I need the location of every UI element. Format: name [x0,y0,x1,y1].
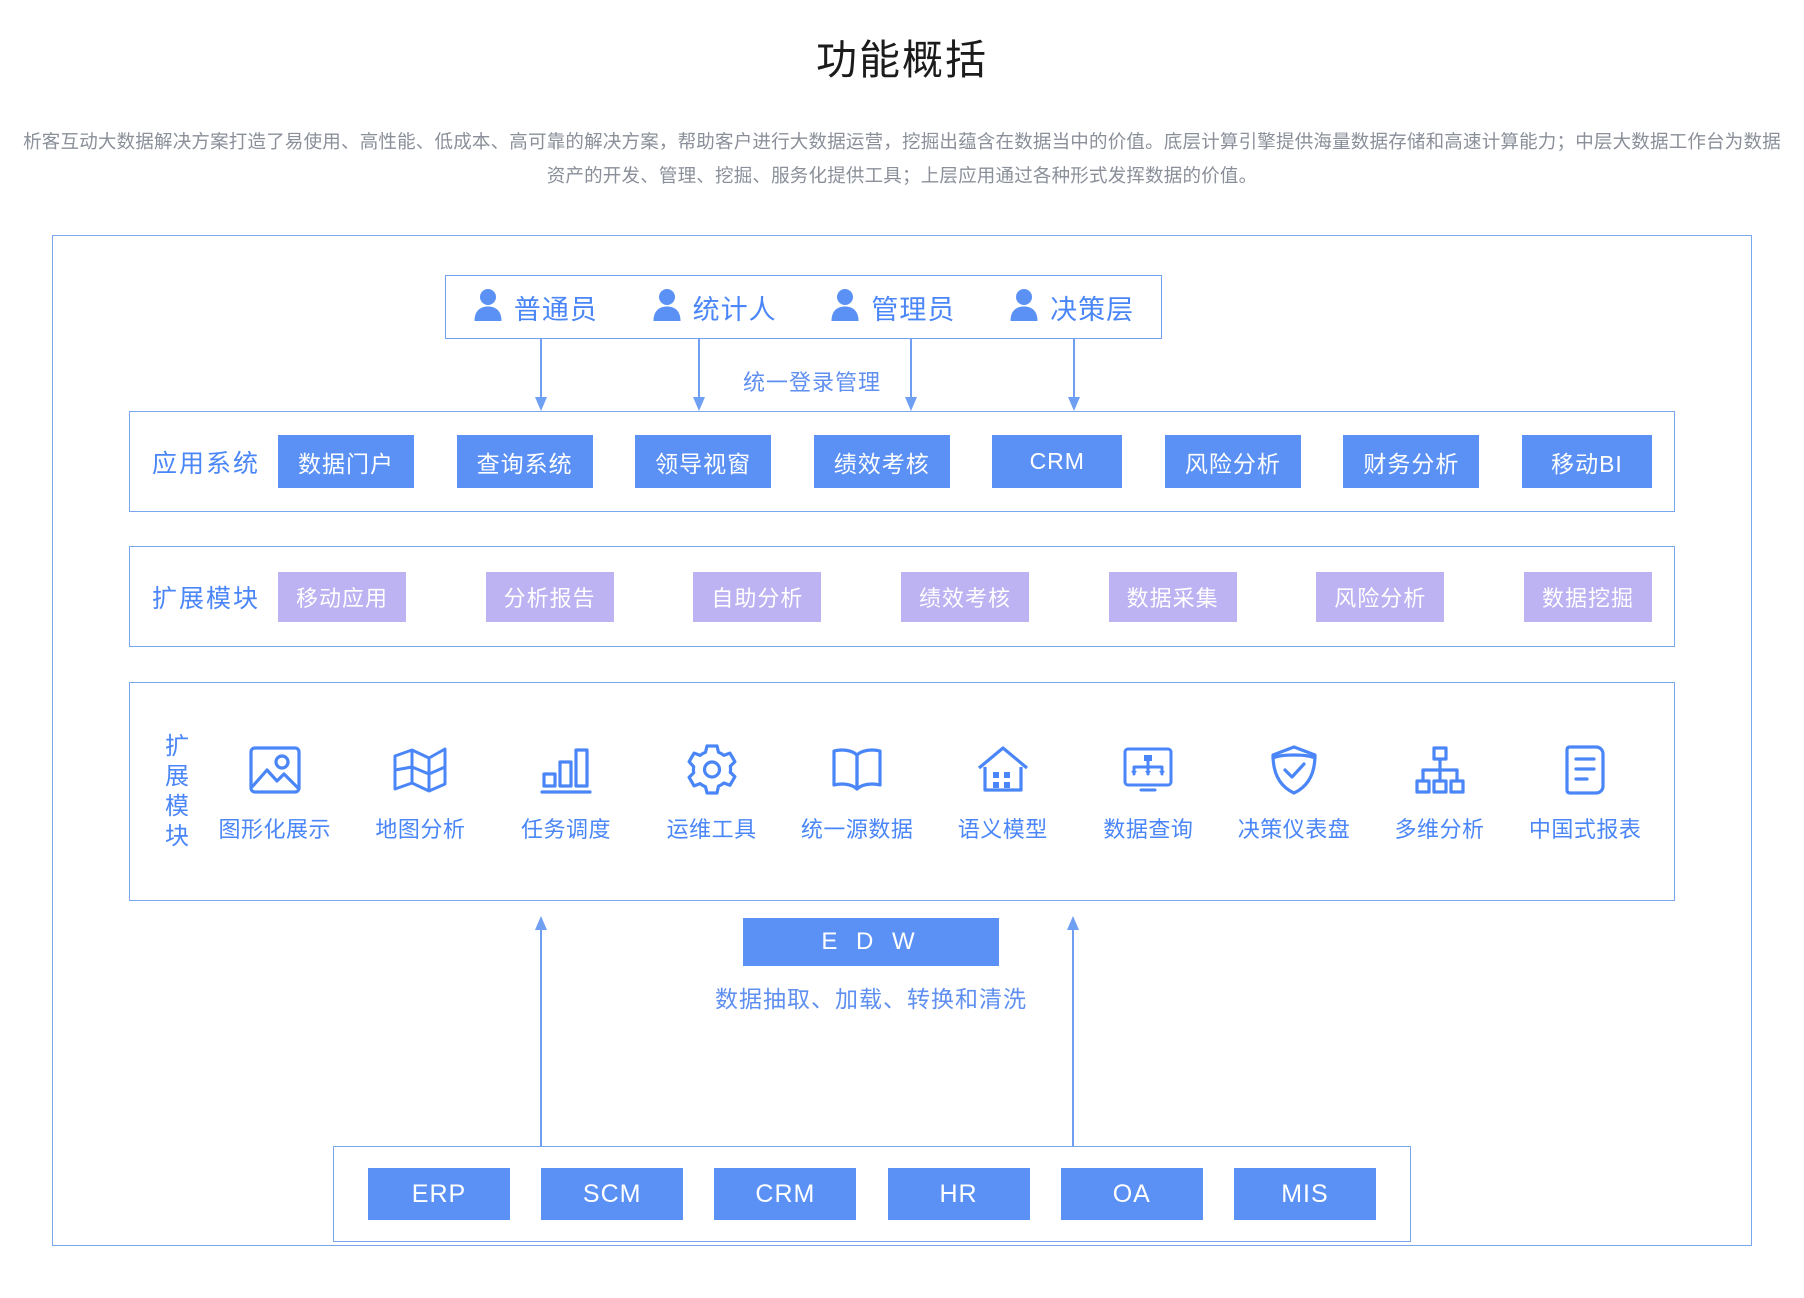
user-roles-box: 普通员 统计人 管理员 决策层 [445,275,1162,339]
flow-arrow-down [1068,339,1080,411]
app-chip[interactable]: CRM [992,435,1123,488]
platform-title-char: 块 [165,822,189,850]
platform-module-label: 语义模型 [957,816,1048,842]
extension-chip[interactable]: 移动应用 [278,571,407,622]
role-label: 管理员 [871,294,956,325]
hierarchy-icon [1411,740,1469,800]
page-description: 析客互动大数据解决方案打造了易使用、高性能、低成本、高可靠的解决方案，帮助客户进… [23,131,1781,187]
platform-module-label: 统一源数据 [800,816,914,842]
platform-modules-title: 扩 展 模 块 [160,732,194,852]
app-chip[interactable]: 领导视窗 [635,435,772,488]
platform-module-item[interactable]: 任务调度 [502,740,630,844]
app-chip[interactable]: 数据门户 [278,435,415,488]
platform-module-label: 多维分析 [1394,816,1485,842]
data-source-chip[interactable]: SCM [541,1168,684,1220]
extension-chip[interactable]: 数据挖掘 [1523,571,1652,622]
architecture-diagram-frame: 普通员 统计人 管理员 决策层 统一登录管理 应用系统 [52,235,1752,1246]
app-chip[interactable]: 财务分析 [1343,435,1480,488]
platform-module-item[interactable]: 地图分析 [356,740,484,844]
role-item[interactable]: 决策层 [1009,288,1134,327]
platform-module-item[interactable]: 数据查询 [1084,740,1212,844]
flow-arrow-up-right [1067,916,1079,1146]
document-icon [1556,740,1614,800]
data-source-chip[interactable]: HR [887,1168,1030,1220]
platform-module-item[interactable]: 决策仪表盘 [1230,740,1358,844]
platform-module-label: 中国式报表 [1528,816,1642,842]
flow-arrow-down [905,339,917,411]
house-icon [974,740,1032,800]
app-chip[interactable]: 查询系统 [456,435,593,488]
shield-check-icon [1265,740,1323,800]
data-sources-band: ERP SCM CRM HR OA MIS [333,1146,1411,1242]
role-label: 决策层 [1050,294,1135,325]
user-icon [1009,288,1039,327]
platform-title-char: 展 [165,762,189,790]
platform-module-label: 决策仪表盘 [1237,816,1351,842]
platform-module-label: 运维工具 [666,816,757,842]
flow-arrow-down [535,339,547,411]
extension-modules-title: 扩展模块 [152,584,261,613]
platform-modules-grid: 图形化展示 地图分析 [202,740,1658,844]
gear-icon [683,740,741,800]
extension-chip[interactable]: 分析报告 [485,571,614,622]
role-item[interactable]: 普通员 [473,288,598,327]
platform-title-char: 模 [165,792,189,820]
flow-arrow-down [693,339,705,411]
data-source-chip[interactable]: ERP [368,1168,510,1220]
image-icon [246,740,304,800]
platform-module-item[interactable]: 图形化展示 [211,740,339,844]
data-source-chip[interactable]: CRM [714,1168,857,1220]
application-systems-title: 应用系统 [152,449,261,478]
extension-chip[interactable]: 数据采集 [1108,571,1237,622]
extension-chip[interactable]: 绩效考核 [900,571,1029,622]
monitor-flow-icon [1119,740,1177,800]
platform-module-label: 地图分析 [375,816,466,842]
app-chip[interactable]: 绩效考核 [813,435,950,488]
role-item[interactable]: 统计人 [652,288,777,327]
application-systems-band: 应用系统 数据门户 查询系统 领导视窗 绩效考核 CRM 风险分析 财务分析 移… [129,411,1675,512]
platform-module-item[interactable]: 统一源数据 [793,740,921,844]
data-source-chip[interactable]: OA [1060,1168,1203,1220]
edw-box[interactable]: E D W [743,918,999,966]
app-chip[interactable]: 移动BI [1521,435,1652,488]
book-icon [828,740,886,800]
role-label: 统计人 [692,294,777,325]
edw-subtitle: 数据抽取、加载、转换和清洗 [715,986,1027,1012]
role-item[interactable]: 管理员 [830,288,955,327]
platform-module-item[interactable]: 语义模型 [939,740,1067,844]
bar-chart-icon [537,740,595,800]
extension-modules-band: 扩展模块 移动应用 分析报告 自助分析 绩效考核 数据采集 风险分析 数据挖掘 [129,546,1675,647]
platform-title-char: 扩 [165,732,189,760]
data-source-chip[interactable]: MIS [1233,1168,1376,1220]
platform-module-label: 数据查询 [1103,816,1194,842]
application-systems-chips: 数据门户 查询系统 领导视窗 绩效考核 CRM 风险分析 财务分析 移动BI [278,435,1652,488]
user-icon [830,288,860,327]
map-icon [391,740,449,800]
extension-modules-chips: 移动应用 分析报告 自助分析 绩效考核 数据采集 风险分析 数据挖掘 [278,571,1652,622]
platform-module-label: 图形化展示 [218,816,332,842]
user-icon [652,288,682,327]
page-title: 功能概括 [816,37,988,83]
platform-module-item[interactable]: 多维分析 [1376,740,1504,844]
extension-chip[interactable]: 自助分析 [693,571,822,622]
extension-chip[interactable]: 风险分析 [1316,571,1445,622]
flow-arrow-up-left [535,916,547,1146]
unified-login-label: 统一登录管理 [743,370,882,395]
login-flow-arrows: 统一登录管理 [53,339,1751,411]
platform-module-item[interactable]: 运维工具 [648,740,776,844]
app-chip[interactable]: 风险分析 [1164,435,1301,488]
role-label: 普通员 [513,294,598,325]
platform-module-label: 任务调度 [520,816,611,842]
platform-modules-band: 扩 展 模 块 图形化展示 [129,682,1675,901]
user-icon [473,288,503,327]
platform-module-item[interactable]: 中国式报表 [1521,740,1649,844]
data-sources-chips: ERP SCM CRM HR OA MIS [368,1168,1376,1220]
